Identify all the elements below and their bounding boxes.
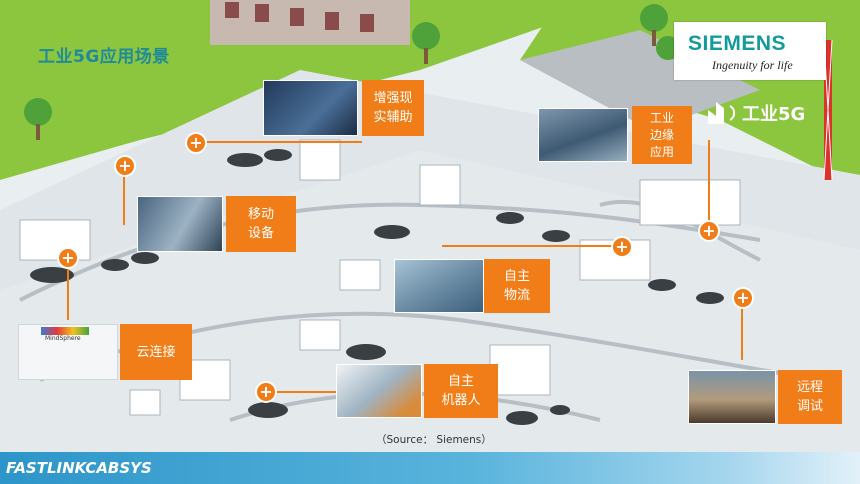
- machines: [19, 139, 741, 416]
- plus-icon[interactable]: +: [185, 132, 207, 154]
- label-cloud-connect: 云连接: [120, 324, 192, 380]
- logistics-photo: [394, 259, 484, 313]
- plus-icon[interactable]: +: [255, 381, 277, 403]
- parking-lot: [520, 30, 760, 130]
- trees: [24, 4, 680, 140]
- cloud-diagram: MindSphere: [18, 324, 118, 380]
- label-autonomous-logistics: 自主 物流: [484, 259, 550, 313]
- building: [210, 0, 410, 45]
- cloud-caption: MindSphere: [45, 335, 81, 342]
- label-edge-app: 工业 边缘 应用: [632, 106, 692, 164]
- footer-brand: FASTLINKCABSYS: [6, 459, 152, 477]
- mobile-photo: [137, 196, 223, 252]
- plus-icon[interactable]: +: [611, 236, 633, 258]
- label-remote-commission: 远程 调试: [778, 370, 842, 424]
- plus-icon[interactable]: +: [57, 247, 79, 269]
- label-ar-assist: 增强现 实辅助: [362, 80, 424, 136]
- robot-photo: [336, 364, 422, 418]
- 5g-signal-icon: [706, 98, 740, 126]
- label-autonomous-robot: 自主 机器人: [424, 364, 498, 418]
- footer-bar: FASTLINKCABSYS: [0, 452, 860, 484]
- plus-icon[interactable]: +: [114, 155, 136, 177]
- source-caption: （Source： Siemens）: [376, 434, 492, 446]
- plus-icon[interactable]: +: [732, 287, 754, 309]
- ar-photo: [263, 80, 358, 136]
- brand-name: SIEMENS: [688, 32, 787, 55]
- remote-photo: [688, 370, 776, 424]
- edge-photo: [538, 108, 628, 162]
- page-title: 工业5G应用场景: [38, 47, 170, 67]
- robot-arms: [30, 149, 724, 425]
- plus-icon[interactable]: +: [698, 220, 720, 242]
- siemens-logo: SIEMENS Ingenuity for life: [674, 22, 826, 80]
- label-mobile-device: 移动 设备: [226, 196, 296, 252]
- 5g-badge-text: 工业5G: [742, 104, 806, 125]
- brand-tagline: Ingenuity for life: [712, 58, 793, 72]
